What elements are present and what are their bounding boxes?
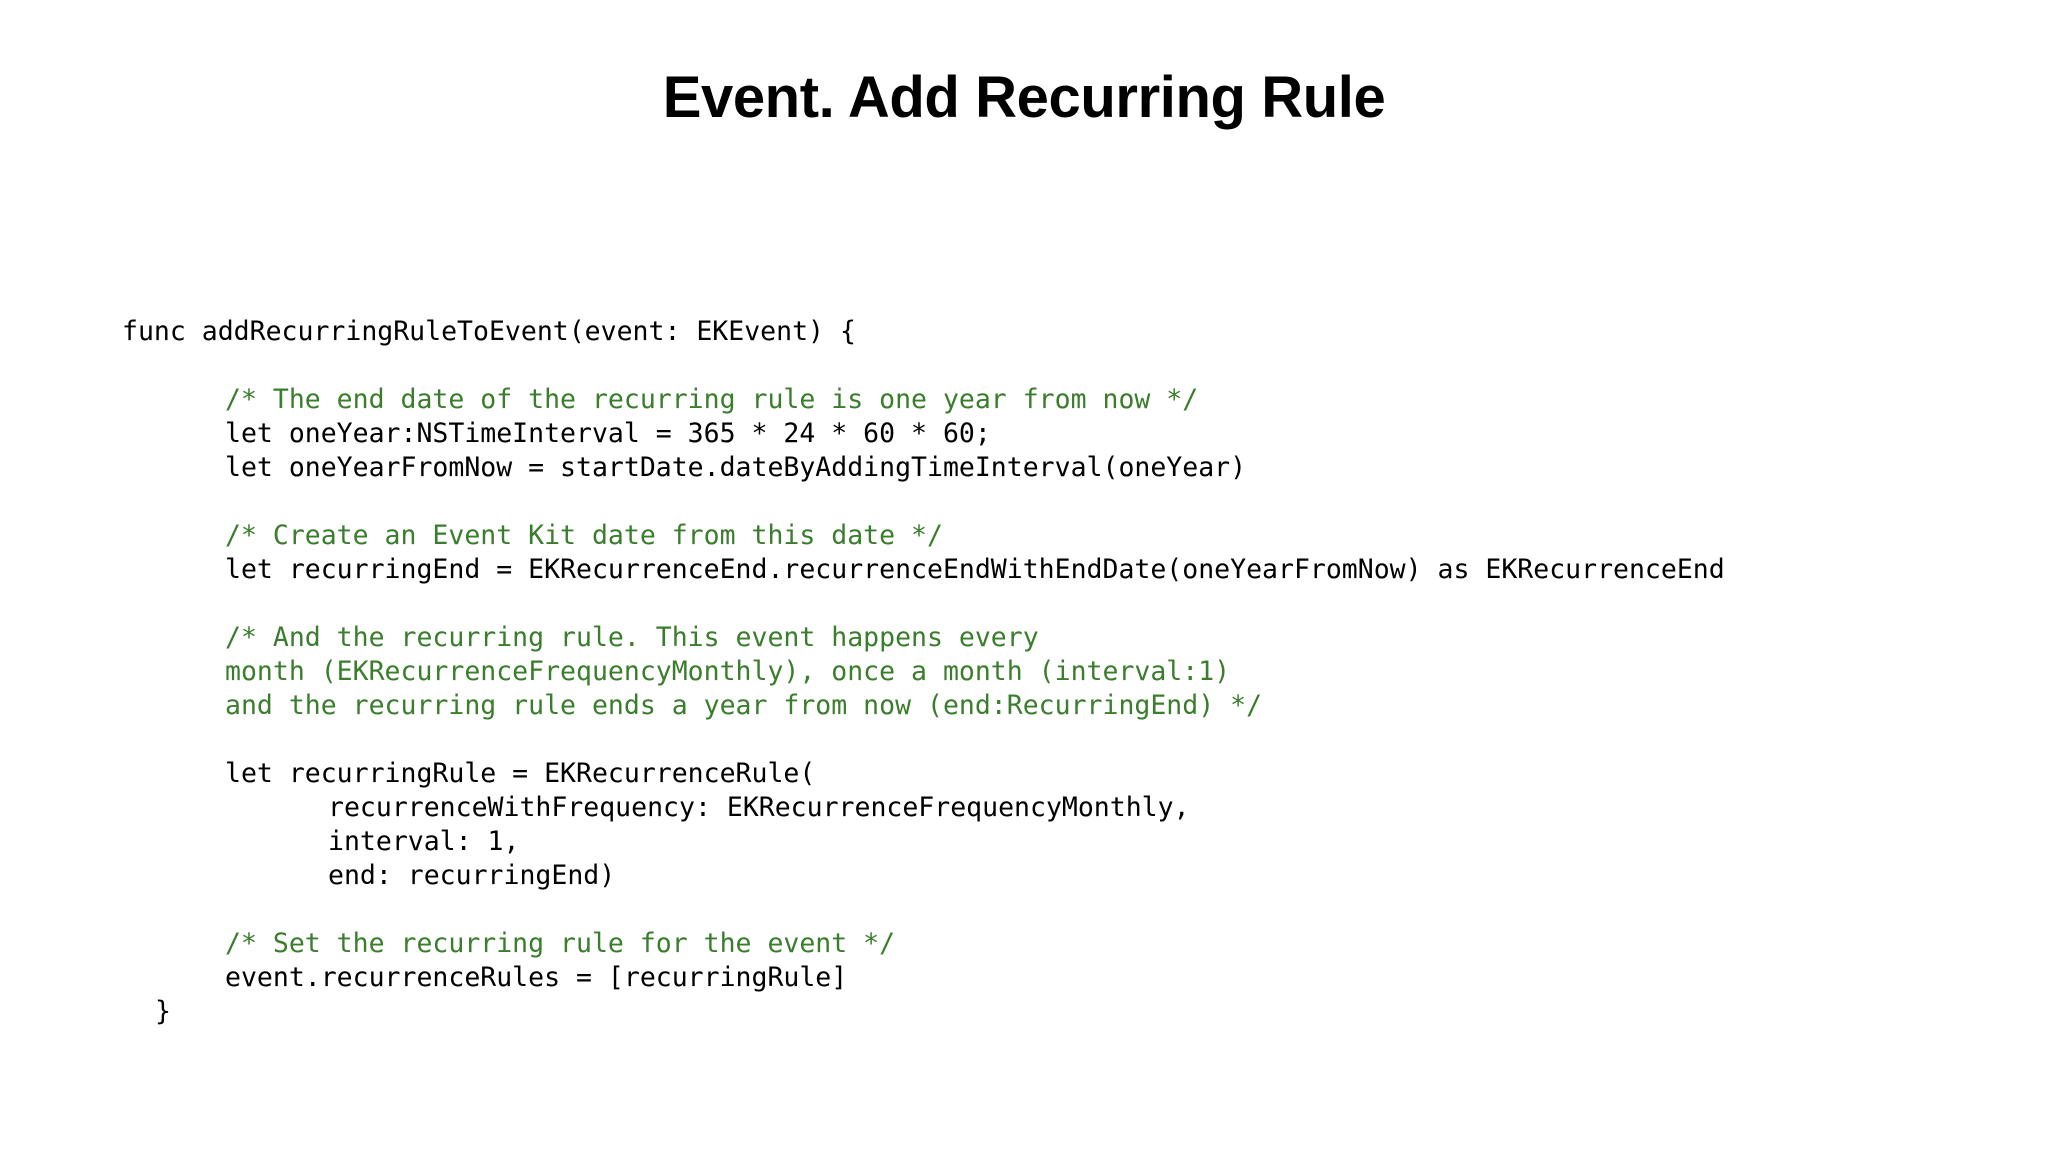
code-line: interval: 1, — [328, 825, 520, 857]
code-blank-line — [122, 349, 1725, 383]
code-blank-line — [122, 723, 1725, 757]
code-comment-line: and the recurring rule ends a year from … — [225, 689, 1263, 721]
code-line: end: recurringEnd) — [328, 859, 616, 891]
code-block: func addRecurringRuleToEvent(event: EKEv… — [122, 315, 1725, 1029]
code-comment-line: /* Create an Event Kit date from this da… — [225, 519, 943, 551]
code-comment-line: /* And the recurring rule. This event ha… — [225, 621, 1039, 653]
code-blank-line — [122, 485, 1725, 519]
code-comment-line: /* The end date of the recurring rule is… — [225, 383, 1199, 415]
code-blank-line — [122, 893, 1725, 927]
code-line: func addRecurringRuleToEvent(event: EKEv… — [122, 315, 856, 347]
code-line: let recurringEnd = EKRecurrenceEnd.recur… — [225, 553, 1725, 585]
code-comment-line: /* Set the recurring rule for the event … — [225, 927, 896, 959]
code-line: recurrenceWithFrequency: EKRecurrenceFre… — [328, 791, 1190, 823]
page-title: Event. Add Recurring Rule — [662, 64, 1386, 130]
code-line: let oneYearFromNow = startDate.dateByAdd… — [225, 451, 1247, 483]
code-blank-line — [122, 587, 1725, 621]
code-line: } — [155, 995, 171, 1027]
code-line: event.recurrenceRules = [recurringRule] — [225, 961, 848, 993]
code-comment-line: month (EKRecurrenceFrequencyMonthly), on… — [225, 655, 1231, 687]
code-line: let recurringRule = EKRecurrenceRule( — [225, 757, 816, 789]
code-line: let oneYear:NSTimeInterval = 365 * 24 * … — [225, 417, 991, 449]
